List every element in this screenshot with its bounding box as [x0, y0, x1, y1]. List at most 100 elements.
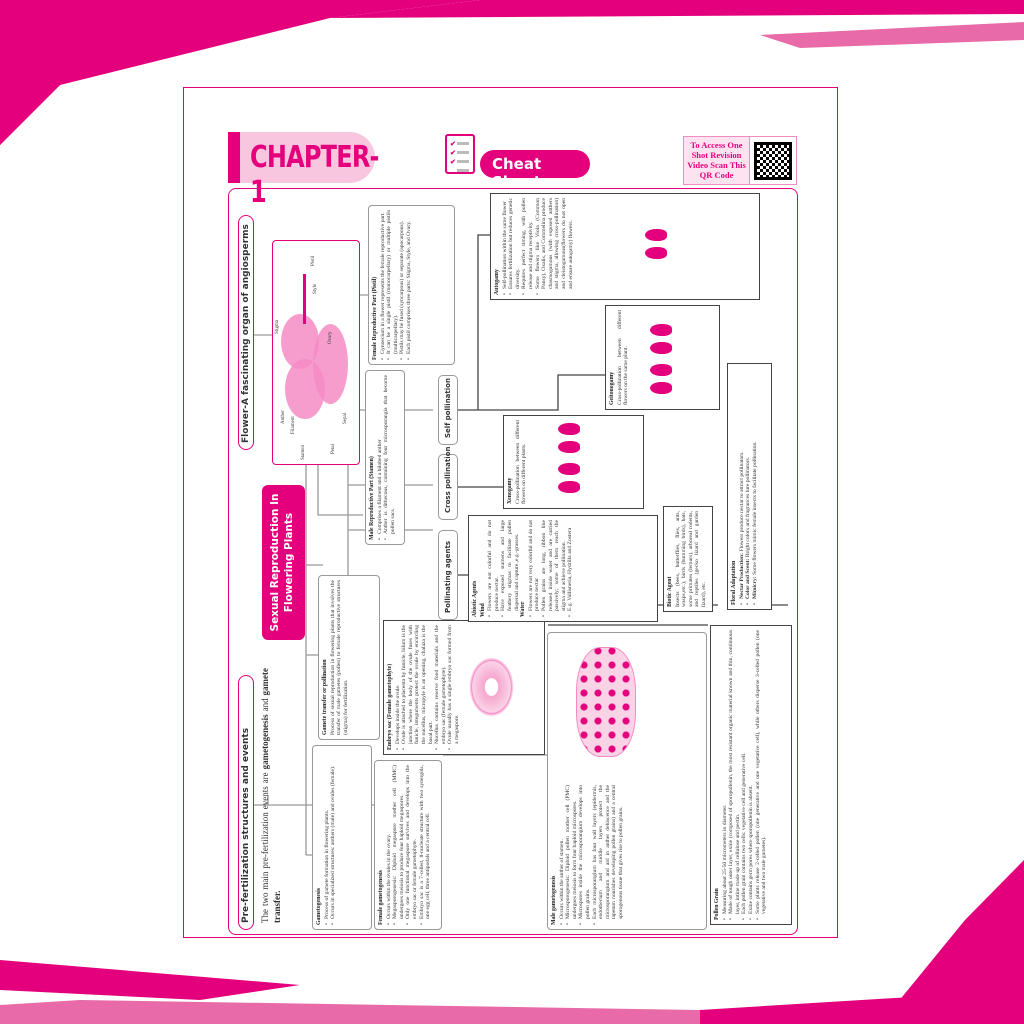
flower-header: Flower-A fascinating organ of angiosperm… [238, 215, 254, 450]
label-petal: Petal [331, 444, 336, 454]
list-item: Pistils may be fused (syncarpous) or sep… [399, 210, 406, 360]
list-item: Each pistil comprises three parts: Stigm… [406, 210, 413, 360]
list-item: Anther is dithecous, containing four mic… [383, 375, 396, 540]
list-item: Have exposed stamens and large feathery … [500, 520, 520, 617]
floral-adaptation-box: Floral Adaptation Nectar Production: Flo… [727, 363, 772, 610]
qr-box[interactable]: To Access One Shot Revision Video Scan T… [683, 136, 797, 185]
list-item: Ovule is attached to placenta by funicle… [401, 625, 434, 750]
label-filament: Filament [291, 416, 296, 434]
geitonogamy-box: Geitonogamy Cross-pollination between di… [605, 305, 720, 410]
list-item: Embryo sac is a 7-celled, 8-nucleate str… [419, 765, 432, 925]
box-text: Insects (bees, butterflies, flies, ants,… [674, 511, 707, 607]
item-text: Flowers produce nectar to attract pollin… [738, 451, 745, 554]
flower-icon [554, 423, 584, 453]
list-item: Exine contains germ pores where sporopol… [748, 630, 755, 920]
qr-code-icon[interactable] [750, 137, 796, 184]
box-title: Male Reproductive Part (Stamen) [369, 456, 375, 540]
main-topic: Sexual Reproduction In Flowering Plants [262, 485, 305, 640]
item-label: Color and Scent: [745, 558, 752, 599]
cheat-sheet-badge: Cheat Sheet [480, 150, 590, 191]
chapter-label: CHAPTER-1 [250, 140, 379, 210]
list-item: Some plants release 2-celled pollen (one… [755, 630, 768, 920]
content-frame [228, 188, 798, 935]
list-item: Megasporogenesis: Diploid megaspore moth… [392, 765, 405, 925]
box-title: Autogamy [494, 269, 500, 295]
pollen-grain-box: Pollen Grain Measuring about 25-50 micro… [710, 625, 792, 925]
stamen-box: Male Reproductive Part (Stamen) Comprise… [365, 370, 405, 545]
node-pollinating-agents: Pollinating agents [438, 530, 458, 620]
label-pistil: Pistil [311, 255, 316, 266]
list-item: Only one functional megaspore survives a… [405, 765, 418, 925]
node-cross-pollination: Cross pollination [438, 447, 458, 520]
biotic-agent-box: Biotic Agent Insects (bees, butterflies,… [663, 506, 713, 612]
intro-bold-1: gametogenesis [260, 714, 270, 770]
embryo-sac-box: Embryo sac (Female gametophyte) Develops… [383, 620, 545, 755]
item-text: Some flowers mimic female insects to fac… [751, 441, 758, 577]
flower-icon [646, 364, 676, 394]
list-item: It can be a single pistil (monocarpellar… [386, 210, 399, 360]
gametogenesis-box: Gametogenesis Process of gamete formatio… [312, 745, 372, 930]
list-item: Each pollen grain contains two cells: ve… [741, 630, 748, 920]
list-item: Occurs in specialized structures: anther… [330, 750, 337, 925]
list-item: Microsporogenesis: Diploid pollen mother… [565, 785, 578, 925]
qr-text: To Access One Shot Revision Video Scan T… [684, 137, 750, 184]
box-title: Gamete transfer or pollination [322, 659, 328, 735]
label-stigma: Stigma [275, 319, 280, 334]
box-title: Xenogamy [507, 477, 513, 504]
item-label: Mimicry: [751, 576, 758, 599]
item-label: Nectar Production: [738, 553, 745, 599]
pistil-box: Female Reproductive Part (Pistil) Gynoec… [368, 205, 455, 365]
abiotic-agents-box: Abiotic Agents Wind Flowers are not colo… [468, 515, 658, 622]
list-item: Made of tough outer layer, exine (compos… [728, 630, 741, 920]
box-title: Biotic Agent [667, 576, 673, 607]
label-stamen: Stamen [301, 445, 306, 460]
box-title: Male gametogenesis [551, 875, 557, 925]
female-gametogenesis-box: Female gametogenesis Occurs within the o… [374, 760, 442, 930]
box-title: Abiotic Agents [472, 580, 478, 617]
box-title: Geitonogamy [609, 371, 615, 405]
label-anther: Anther [281, 410, 286, 424]
box-title: Embryo sac (Female gametophyte) [387, 663, 393, 750]
rotated-mindmap: Pre-fertilization structures and events … [228, 188, 798, 935]
list-item: Microspores inside the microsporangium d… [578, 785, 591, 925]
label-style: Style [313, 283, 318, 294]
box-text: Cross-pollination between different flow… [616, 310, 630, 405]
autogamy-box: Autogamy Self-pollination within the sam… [490, 193, 760, 300]
chapter-badge: CHAPTER-1 [228, 132, 379, 210]
flower-icon [554, 463, 584, 493]
list-item: Nucellus contains reserve food materials… [434, 625, 447, 750]
list-item: Flowers are not very colorful and do not… [528, 520, 541, 617]
node-self-pollination: Self pollination [438, 375, 458, 445]
prefertilization-header: Pre-fertilization structures and events [238, 675, 254, 930]
box-text: Cross-pollination between different flow… [514, 420, 528, 504]
male-gametogenesis-box: Male gametogenesis Occurs within the ant… [547, 632, 707, 930]
list-item: E.g. Vallisneria, Hydrilla and Zostera [567, 520, 574, 617]
box-text: Process of sexual reproduction in flower… [329, 580, 349, 735]
gamete-transfer-box: Gamete transfer or pollination Process o… [318, 575, 380, 740]
box-title: Female Reproductive Part (Pistil) [372, 276, 378, 360]
flower-diagram: Stigma Style Pistil Ovary Anther Filamen… [272, 240, 360, 465]
list-item: Ensures fertilization but reduces geneti… [508, 198, 521, 295]
box-title: Female gametogenesis [378, 870, 384, 925]
box-title: Gametogenesis [316, 887, 322, 925]
box-title: Floral Adaptation [731, 560, 737, 605]
list-item: Mimicry: Some flowers mimic female insec… [752, 368, 759, 605]
prefertilization-intro: The two main pre-fertilization events ar… [259, 668, 283, 923]
ovule-diagram [468, 657, 514, 718]
flower-icon [641, 229, 671, 259]
list-item: Requires perfect timing, with pollen rel… [521, 198, 534, 295]
wind-heading: Wind [479, 603, 486, 617]
label-ovary: Ovary [328, 331, 333, 345]
water-heading: Water [520, 601, 527, 617]
clipboard-icon: ✔✔✔ [445, 134, 475, 174]
list-item: Flowers are not colorful and do not prod… [487, 520, 500, 617]
pistil-shape [303, 274, 306, 324]
box-title: Pollen Grain [714, 888, 720, 920]
list-item: Each microsporangium has four wall layer… [592, 785, 625, 925]
intro-text-2: and [260, 695, 270, 715]
flower-icon [646, 324, 676, 354]
item-text: Bright colors and fragrances lure pollin… [745, 456, 752, 559]
label-sepal: Sepal [343, 412, 348, 424]
microsporangium-diagram [576, 647, 636, 757]
